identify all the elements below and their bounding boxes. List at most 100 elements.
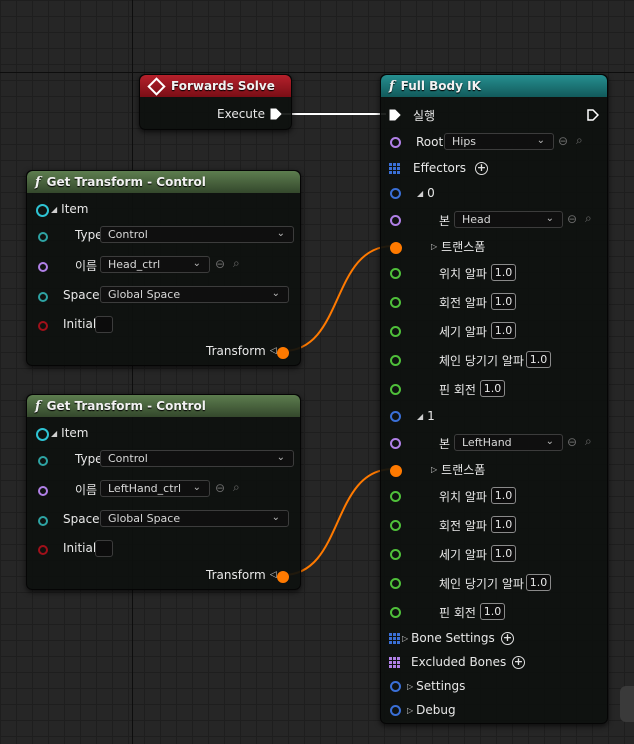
get-transform-node-head[interactable]: f Get Transform - Control ◢Item Type Con… xyxy=(26,170,301,366)
add-effector-button[interactable]: + xyxy=(475,161,488,175)
add-bone-setting-button[interactable]: + xyxy=(501,631,514,645)
search-icon[interactable]: ⌕ xyxy=(233,256,240,270)
function-icon: f xyxy=(35,398,41,414)
forwards-solve-header[interactable]: Forwards Solve xyxy=(140,75,291,97)
transform-in-pin-icon[interactable] xyxy=(390,242,402,254)
item-pin-icon[interactable] xyxy=(36,204,49,217)
debug-pin-icon[interactable] xyxy=(390,705,401,716)
name-combo[interactable]: Head_ctrl⌄ xyxy=(100,256,210,273)
bone-row: 본 xyxy=(439,210,450,230)
expand-triangle-icon[interactable]: ▷ xyxy=(402,633,409,643)
strength-alpha-value: 1.0 xyxy=(494,547,513,560)
strength-alpha-input[interactable]: 1.0 xyxy=(491,545,516,562)
pull-chain-input[interactable]: 1.0 xyxy=(526,351,551,368)
collapse-triangle-icon[interactable]: ◢ xyxy=(51,204,58,214)
space-pin-icon[interactable] xyxy=(38,516,48,526)
rot-alpha-input[interactable]: 1.0 xyxy=(491,293,516,310)
collapse-triangle-icon[interactable]: ◢ xyxy=(51,428,58,438)
bone-pin-icon[interactable] xyxy=(390,215,401,226)
initial-pin-icon[interactable] xyxy=(38,545,48,555)
pos-alpha-input[interactable]: 1.0 xyxy=(491,487,516,504)
pos-alpha-pin-icon[interactable] xyxy=(390,491,401,502)
full-body-ik-node[interactable]: f Full Body IK 실행 Root Hips⌄ ⊖ ⌕ Effecto… xyxy=(380,74,608,724)
space-combo[interactable]: Global Space⌄ xyxy=(100,510,289,527)
root-pin-icon[interactable] xyxy=(390,137,401,148)
settings-row: ▷Settings xyxy=(407,676,465,696)
strength-alpha-pin-icon[interactable] xyxy=(390,326,401,337)
use-selected-icon[interactable]: ⊖ xyxy=(215,481,226,495)
full-body-ik-header[interactable]: f Full Body IK xyxy=(381,75,607,97)
exec-out-pin-icon[interactable] xyxy=(587,109,599,121)
bone-combo[interactable]: Head⌄ xyxy=(454,211,563,228)
type-pin-icon[interactable] xyxy=(38,456,48,466)
bone-pin-icon[interactable] xyxy=(390,438,401,449)
initial-checkbox[interactable] xyxy=(95,540,113,557)
expand-triangle-icon[interactable]: ▷ xyxy=(407,681,414,691)
collapse-triangle-icon[interactable]: ◢ xyxy=(417,411,424,421)
excluded-bones-row: Excluded Bones xyxy=(411,652,506,672)
get-transform-header[interactable]: f Get Transform - Control xyxy=(27,395,300,417)
exec-in-pin-icon[interactable] xyxy=(389,109,401,121)
expand-triangle-icon[interactable]: ▷ xyxy=(407,705,414,715)
collapse-triangle-icon[interactable]: ◢ xyxy=(417,188,424,198)
transform-in-pin-icon[interactable] xyxy=(390,465,402,477)
strength-alpha-pin-icon[interactable] xyxy=(390,549,401,560)
pin-rot-pin-icon[interactable] xyxy=(390,384,401,395)
rot-alpha-pin-icon[interactable] xyxy=(390,297,401,308)
rot-alpha-pin-icon[interactable] xyxy=(390,520,401,531)
use-selected-icon[interactable]: ⊖ xyxy=(558,134,569,148)
bone-combo[interactable]: LeftHand⌄ xyxy=(454,434,563,451)
pull-chain-pin-icon[interactable] xyxy=(390,578,401,589)
transform-label: Transform xyxy=(206,344,266,358)
get-transform-node-lefthand[interactable]: f Get Transform - Control ◢Item Type Con… xyxy=(26,394,301,590)
transform-out-pin-icon[interactable] xyxy=(277,347,289,359)
space-pin-icon[interactable] xyxy=(38,292,48,302)
type-combo[interactable]: Control⌄ xyxy=(100,226,294,243)
add-excluded-bone-button[interactable]: + xyxy=(512,655,525,669)
strength-alpha-input[interactable]: 1.0 xyxy=(491,322,516,339)
use-selected-icon[interactable]: ⊖ xyxy=(567,435,578,449)
pull-chain-pin-icon[interactable] xyxy=(390,355,401,366)
array-pin-icon[interactable] xyxy=(389,657,400,668)
pin-rot-input[interactable]: 1.0 xyxy=(480,380,505,397)
root-combo[interactable]: Hips⌄ xyxy=(444,133,554,150)
space-combo[interactable]: Global Space⌄ xyxy=(100,286,289,303)
search-icon[interactable]: ⌕ xyxy=(585,211,592,225)
effector-0-pin-icon[interactable] xyxy=(390,188,401,199)
name-pin-icon[interactable] xyxy=(38,486,48,496)
pin-rot-input[interactable]: 1.0 xyxy=(480,603,505,620)
name-row: 이름 xyxy=(75,479,97,499)
name-pin-icon[interactable] xyxy=(38,262,48,272)
pin-rot-pin-icon[interactable] xyxy=(390,607,401,618)
effector-0-row: ◢0 xyxy=(417,183,435,203)
expand-triangle-icon[interactable]: ▷ xyxy=(431,464,438,474)
pull-chain-input[interactable]: 1.0 xyxy=(526,574,551,591)
transform-out-row: Transform◁ xyxy=(206,341,277,361)
transform-out-pin-icon[interactable] xyxy=(277,571,289,583)
search-icon[interactable]: ⌕ xyxy=(576,133,583,147)
pin-rot-row: 핀 회전 xyxy=(439,379,476,399)
array-pin-icon[interactable] xyxy=(389,163,400,174)
get-transform-header[interactable]: f Get Transform - Control xyxy=(27,171,300,193)
array-pin-icon[interactable] xyxy=(389,633,400,644)
rot-alpha-input[interactable]: 1.0 xyxy=(491,516,516,533)
pos-alpha-input[interactable]: 1.0 xyxy=(491,264,516,281)
name-combo[interactable]: LeftHand_ctrl⌄ xyxy=(100,480,210,497)
pos-alpha-pin-icon[interactable] xyxy=(390,268,401,279)
search-icon[interactable]: ⌕ xyxy=(233,480,240,494)
search-icon[interactable]: ⌕ xyxy=(585,434,592,448)
pull-chain-value: 1.0 xyxy=(529,353,548,366)
exec-out-pin-icon[interactable] xyxy=(270,108,282,120)
type-combo[interactable]: Control⌄ xyxy=(100,450,294,467)
item-pin-icon[interactable] xyxy=(36,428,49,441)
type-pin-icon[interactable] xyxy=(38,232,48,242)
forwards-solve-node[interactable]: Forwards Solve Execute xyxy=(139,74,292,130)
effectors-label: Effectors xyxy=(413,161,467,175)
initial-checkbox[interactable] xyxy=(95,316,113,333)
initial-pin-icon[interactable] xyxy=(38,321,48,331)
settings-pin-icon[interactable] xyxy=(390,681,401,692)
effector-1-pin-icon[interactable] xyxy=(390,411,401,422)
use-selected-icon[interactable]: ⊖ xyxy=(567,212,578,226)
use-selected-icon[interactable]: ⊖ xyxy=(215,257,226,271)
expand-triangle-icon[interactable]: ▷ xyxy=(431,241,438,251)
